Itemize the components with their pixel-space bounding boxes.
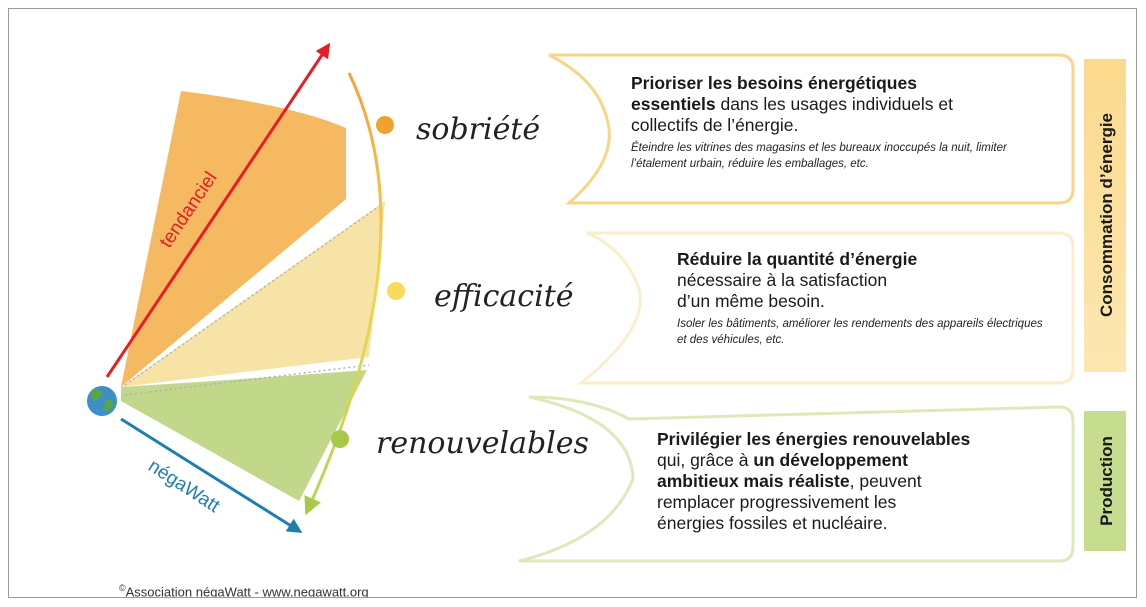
sobriete-wedge — [121, 91, 346, 387]
production-band — [1084, 411, 1126, 551]
renouvelables-bold-3: ambitieux mais réaliste — [657, 471, 850, 491]
renouvelables-wedge — [121, 370, 367, 501]
sobriete-text-3: collectifs de l’énergie. — [631, 115, 799, 135]
step-label-efficacite: efficacité — [434, 279, 574, 314]
negawatt-arrow — [120, 417, 303, 533]
credit-line: ©Association négaWatt - www.negawatt.org — [119, 583, 369, 598]
renouvelables-text-3: , peuvent — [849, 471, 922, 491]
sobriete-box-outline — [548, 53, 1075, 205]
renouvelables-bold-2: un développement — [753, 450, 908, 470]
consumption-band — [1084, 59, 1126, 372]
tendanciel-arrow — [105, 42, 331, 378]
earth-icon — [87, 386, 117, 416]
efficacite-bold-1: Réduire la quantité d’énergie — [677, 249, 918, 269]
credit-text: Association négaWatt - www.negawatt.org — [125, 584, 369, 598]
efficacite-text-3: d’un même besoin. — [677, 291, 825, 311]
renouvelables-box-outline — [518, 395, 1075, 563]
step-label-sobriete: sobriété — [416, 112, 540, 147]
renouvelables-bold-1: Privilégier les énergies renouvelables — [657, 429, 971, 449]
production-label: Production — [1097, 436, 1116, 526]
efficacite-dot — [387, 282, 405, 300]
efficacite-text-2: nécessaire à la satisfaction — [677, 270, 888, 290]
renouvelables-text-2: qui, grâce à — [657, 450, 754, 470]
sobriete-bold-1: Prioriser les besoins énergétiques — [631, 73, 917, 93]
negawatt-diagram: tendanciel négaWatt sobriété efficacité … — [87, 42, 1126, 563]
consumption-label: Consommation d’énergie — [1097, 113, 1116, 317]
renouvelables-text-5: énergies fossiles et nucléaire. — [657, 513, 888, 533]
separator-dotted-bottom — [124, 364, 370, 396]
efficacite-box-outline — [576, 231, 1075, 385]
separator-dotted-top — [124, 204, 382, 386]
sobriete-bold-2: essentiels — [631, 94, 716, 114]
diagram-frame: tendanciel négaWatt sobriété efficacité … — [8, 8, 1137, 598]
sobriete-example: Éteindre les vitrines des magasins et le… — [631, 142, 1007, 170]
sobriete-text-2: dans les usages individuels et — [715, 94, 954, 114]
renouvelables-dot — [331, 430, 349, 448]
step-label-renouvelables: renouvelables — [376, 426, 589, 461]
renouvelables-text-4: remplacer progressivement les — [657, 492, 897, 512]
sobriete-dot — [376, 116, 394, 134]
negawatt-label: négaWatt — [144, 456, 224, 518]
efficacite-example: Isoler les bâtiments, améliorer les rend… — [677, 318, 1043, 346]
copyright-symbol: © — [119, 583, 126, 593]
